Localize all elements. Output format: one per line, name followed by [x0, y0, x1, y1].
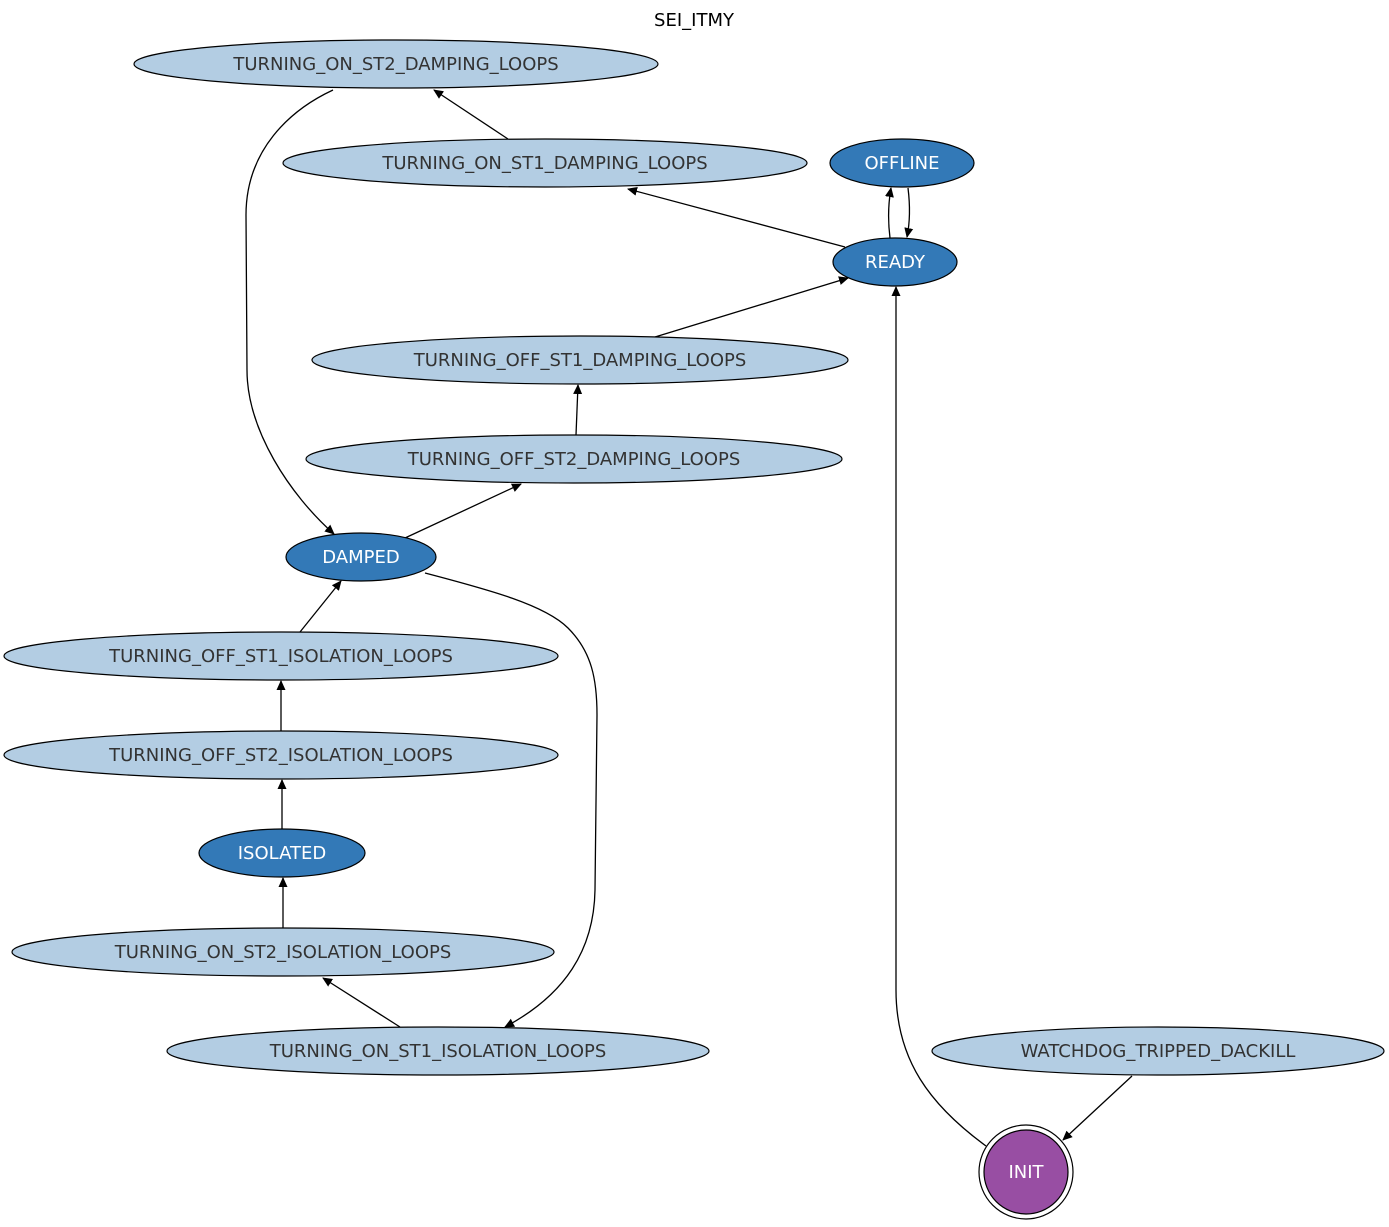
- node-turning-off-st2-damping-loops[interactable]: TURNING_OFF_ST2_DAMPING_LOOPS: [305, 434, 843, 484]
- edge-turning-off-st1-damping-loops-to-ready: [654, 276, 849, 338]
- node-shape: [3, 730, 559, 780]
- node-turning-off-st1-damping-loops[interactable]: TURNING_OFF_ST1_DAMPING_LOOPS: [311, 335, 849, 385]
- edge-ready-to-turning-on-st1-damping-loops: [627, 186, 846, 248]
- node-label: ISOLATED: [238, 843, 327, 864]
- edge-turning-off-st2-damping-loops-to-turning-off-st1-damping-loops: [573, 384, 583, 436]
- node-label: DAMPED: [322, 547, 399, 568]
- node-shape: [166, 1026, 710, 1076]
- node-isolated[interactable]: ISOLATED: [198, 828, 366, 878]
- node-turning-on-st2-damping-loops[interactable]: TURNING_ON_ST2_DAMPING_LOOPS: [133, 39, 659, 89]
- edge-watchdog-tripped-dackill-to-init: [1062, 1075, 1133, 1141]
- node-label: TURNING_ON_ST1_ISOLATION_LOOPS: [269, 1041, 607, 1062]
- node-label: INIT: [1008, 1162, 1044, 1183]
- edge-damped-to-turning-on-st1-isolation-loops: [424, 572, 598, 1028]
- node-shape: [11, 927, 555, 977]
- node-shape: [931, 1026, 1385, 1076]
- edges-layer: [245, 89, 1133, 1147]
- node-shape: [133, 39, 659, 89]
- node-shape: [832, 237, 958, 287]
- node-label: OFFLINE: [864, 153, 939, 174]
- node-offline[interactable]: OFFLINE: [829, 138, 975, 188]
- node-label: TURNING_OFF_ST2_DAMPING_LOOPS: [407, 449, 741, 470]
- diagram-title: SEI_ITMY: [654, 10, 735, 31]
- node-shape: [311, 335, 849, 385]
- edge-turning-off-st1-isolation-loops-to-damped: [299, 580, 342, 633]
- node-label: TURNING_ON_ST2_DAMPING_LOOPS: [232, 54, 558, 75]
- node-label: TURNING_OFF_ST2_ISOLATION_LOOPS: [108, 745, 453, 766]
- node-shape: [198, 828, 366, 878]
- node-shape: [829, 138, 975, 188]
- node-watchdog-tripped-dackill[interactable]: WATCHDOG_TRIPPED_DACKILL: [931, 1026, 1385, 1076]
- node-label: WATCHDOG_TRIPPED_DACKILL: [1021, 1041, 1296, 1062]
- node-label: TURNING_ON_ST2_ISOLATION_LOOPS: [114, 942, 452, 963]
- node-turning-off-st1-isolation-loops[interactable]: TURNING_OFF_ST1_ISOLATION_LOOPS: [3, 631, 559, 681]
- node-shape-outer: [978, 1124, 1074, 1220]
- edge-init-to-ready: [891, 286, 987, 1147]
- edge-turning-on-st1-isolation-loops-to-turning-on-st2-isolation-loops: [322, 977, 401, 1028]
- edge-offline-to-ready: [904, 187, 914, 238]
- node-turning-off-st2-isolation-loops[interactable]: TURNING_OFF_ST2_ISOLATION_LOOPS: [3, 730, 559, 780]
- node-shape: [305, 434, 843, 484]
- node-label: TURNING_ON_ST1_DAMPING_LOOPS: [381, 153, 707, 174]
- node-label: READY: [865, 252, 926, 273]
- node-label: TURNING_OFF_ST1_DAMPING_LOOPS: [413, 350, 747, 371]
- node-turning-on-st1-damping-loops[interactable]: TURNING_ON_ST1_DAMPING_LOOPS: [282, 138, 808, 188]
- node-turning-on-st1-isolation-loops[interactable]: TURNING_ON_ST1_ISOLATION_LOOPS: [166, 1026, 710, 1076]
- node-shape: [3, 631, 559, 681]
- node-label: TURNING_OFF_ST1_ISOLATION_LOOPS: [108, 646, 453, 667]
- nodes-layer: TURNING_ON_ST2_DAMPING_LOOPS TURNING_ON_S…: [3, 39, 1385, 1220]
- edge-damped-to-turning-off-st2-damping-loops: [404, 483, 522, 539]
- node-shape: [285, 532, 437, 582]
- edge-turning-on-st1-damping-loops-to-turning-on-st2-damping-loops: [433, 89, 509, 140]
- node-init[interactable]: INIT: [978, 1124, 1074, 1220]
- node-damped[interactable]: DAMPED: [285, 532, 437, 582]
- node-shape: [983, 1129, 1069, 1215]
- node-turning-on-st2-isolation-loops[interactable]: TURNING_ON_ST2_ISOLATION_LOOPS: [11, 927, 555, 977]
- node-ready[interactable]: READY: [832, 237, 958, 287]
- edge-ready-to-offline: [885, 187, 894, 239]
- edge-turning-on-st2-damping-loops-to-damped: [245, 89, 335, 535]
- node-shape: [282, 138, 808, 188]
